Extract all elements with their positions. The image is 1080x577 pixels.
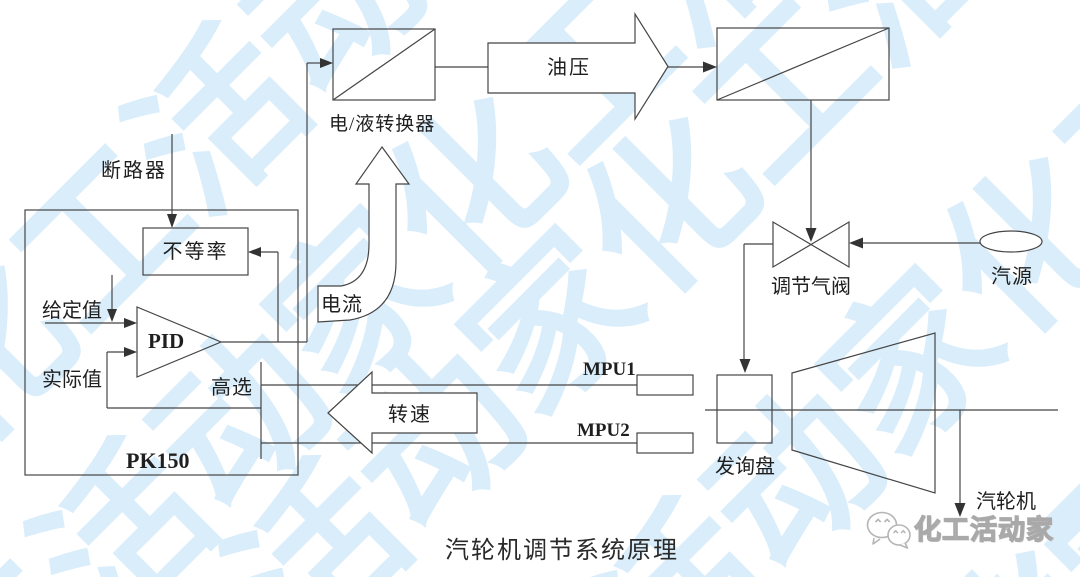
arrowhead-left — [248, 247, 261, 257]
steam-source-label: 汽源 — [991, 266, 1033, 288]
diagram-title: 汽轮机调节系统原理 — [445, 538, 679, 564]
valve-left-triangle — [772, 220, 813, 269]
arrowhead-right — [124, 347, 137, 357]
arrowhead-right — [124, 318, 137, 328]
mpu2-box — [636, 432, 694, 454]
eh-converter-box — [332, 28, 436, 101]
wechat-icon — [866, 511, 911, 549]
signal-disk-label: 发询盘 — [715, 456, 775, 478]
arrowhead-down — [739, 359, 751, 373]
arrowhead-down — [107, 309, 117, 322]
eh-converter-diagonal — [332, 28, 436, 101]
speed-signal-arrow — [327, 370, 478, 455]
turbine-shape — [791, 332, 936, 494]
arrowhead-right — [320, 58, 333, 68]
actual-value-label: 实际值 — [42, 369, 102, 391]
valve-right-triangle — [809, 220, 850, 269]
arrowhead-right — [703, 61, 717, 73]
turbine-label: 汽轮机 — [976, 491, 1036, 513]
pid-label: PID — [148, 329, 185, 353]
current-signal-arrow — [317, 145, 411, 323]
arrowhead-down — [167, 214, 177, 228]
brand-logo: 化工活动家 — [864, 510, 1054, 550]
droop-box — [142, 227, 249, 276]
brand-logo-text: 化工活动家 — [913, 514, 1054, 545]
mpu1-box — [636, 374, 694, 396]
steam-source-ellipse — [979, 230, 1043, 253]
controller-model-label: PK150 — [126, 448, 190, 473]
oil-pressure-arrow — [487, 11, 669, 122]
mpu1-label: MPU1 — [583, 359, 636, 380]
high-select-label: 高选 — [211, 377, 253, 399]
signal-disk-box — [716, 374, 773, 444]
mpu2-label: MPU2 — [577, 420, 630, 441]
actuator-diagonal — [716, 27, 890, 101]
control-valve-label: 调节气阀 — [771, 276, 851, 298]
speed-label: 转速 — [388, 404, 432, 426]
breaker-label: 断路器 — [101, 160, 167, 182]
arrowhead-down — [805, 228, 817, 242]
current-label: 电流 — [321, 294, 363, 316]
pid-triangle — [136, 306, 223, 378]
actuator-box — [716, 27, 890, 101]
arrowhead-down — [954, 503, 966, 517]
arrowhead-left — [849, 237, 863, 249]
setpoint-label: 给定值 — [42, 300, 102, 322]
oil-pressure-label: 油压 — [547, 57, 591, 79]
droop-label: 不等率 — [162, 241, 229, 263]
eh-converter-label: 电/液转换器 — [329, 114, 436, 135]
